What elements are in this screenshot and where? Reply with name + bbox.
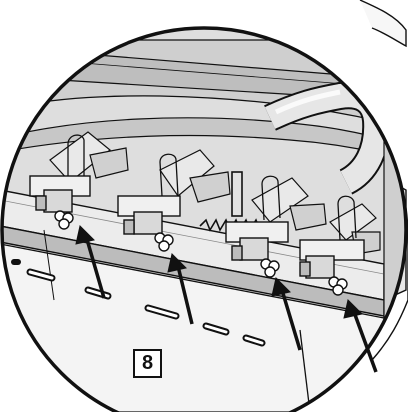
arrow-4 [343,299,378,373]
indicator-arrows [75,225,378,373]
valve-assembly-1 [29,175,91,230]
step-number-label: 8 [133,349,162,378]
arrow-2 [167,253,194,325]
valve-assembly-3 [225,221,289,278]
magnifier-ring [0,26,408,412]
valve-assembly-4 [299,239,365,296]
igniter-wires [67,134,357,241]
front-panel [2,229,385,412]
arrow-1 [75,225,106,299]
arrow-3 [271,277,302,351]
valve-assembly-2 [117,195,181,252]
